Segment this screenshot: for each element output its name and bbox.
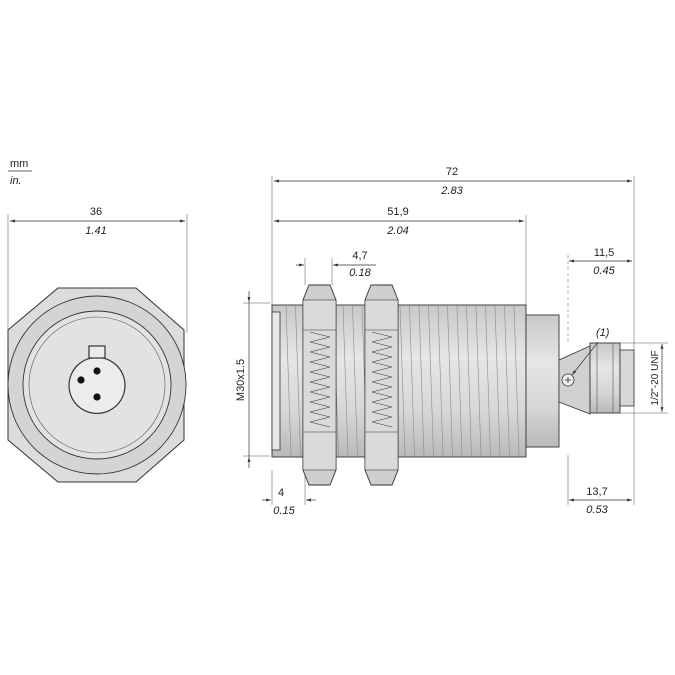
thread-line xyxy=(504,305,510,457)
pin-2 xyxy=(93,367,101,375)
nut-thickness-mm: 4,7 xyxy=(352,250,367,262)
thread-line xyxy=(409,305,415,457)
pin-3 xyxy=(93,393,101,401)
connector-length-mm: 11,5 xyxy=(594,247,615,259)
threaded-length-mm: 51,9 xyxy=(387,206,408,218)
thread-line xyxy=(485,305,491,457)
thread-line xyxy=(352,305,358,457)
unit-in-label: in. xyxy=(10,175,22,187)
front-offset-mm: 4 xyxy=(278,487,284,499)
callout-label: (1) xyxy=(596,327,610,339)
connector-socket xyxy=(68,345,126,415)
thread-line xyxy=(418,305,425,457)
thread-line xyxy=(456,305,463,457)
threaded-length-in: 2.04 xyxy=(386,225,408,237)
lock-nut-front xyxy=(302,284,337,486)
rear-shoulder xyxy=(525,314,560,448)
thread-line xyxy=(437,305,444,457)
units-legend: mm in. xyxy=(8,158,32,187)
nut-thickness-in: 0.18 xyxy=(349,267,371,279)
front-lip xyxy=(271,311,281,451)
thread-spec-label: M30x1.5 xyxy=(235,359,247,401)
connector-tip xyxy=(619,349,635,407)
rear-length-mm: 13,7 xyxy=(586,486,607,498)
connector-neck xyxy=(558,345,591,415)
thread-line xyxy=(475,305,482,457)
thread-line xyxy=(285,305,292,457)
thread-line xyxy=(428,305,434,457)
thread-line xyxy=(466,305,472,457)
thread-line xyxy=(295,305,301,457)
m12-connector xyxy=(589,342,621,414)
thread-line xyxy=(513,305,520,457)
side-view-dimensions: 72 2.83 51,9 2.04 4,7 0.18 11,5 0.45 4 0… xyxy=(235,166,668,517)
thread-line xyxy=(399,305,406,457)
front-width-in: 1.41 xyxy=(85,225,106,237)
callout-leader xyxy=(571,341,599,376)
overall-length-in: 2.83 xyxy=(440,185,463,197)
pin-1 xyxy=(77,376,85,384)
unit-mm-label: mm xyxy=(10,158,28,170)
front-view: 36 1.41 xyxy=(7,206,188,483)
front-offset-in: 0.15 xyxy=(273,505,295,517)
thread-line xyxy=(447,305,453,457)
side-view-body: (1) xyxy=(271,284,635,486)
thread-line xyxy=(342,305,349,457)
lock-nut-rear xyxy=(364,284,399,486)
thread-line xyxy=(494,305,501,457)
rear-length-in: 0.53 xyxy=(586,504,608,516)
connector-thread-label: 1/2"-20 UNF xyxy=(650,350,661,405)
front-width-mm: 36 xyxy=(90,206,102,218)
connector-length-in: 0.45 xyxy=(593,265,615,277)
overall-length-mm: 72 xyxy=(446,166,458,178)
